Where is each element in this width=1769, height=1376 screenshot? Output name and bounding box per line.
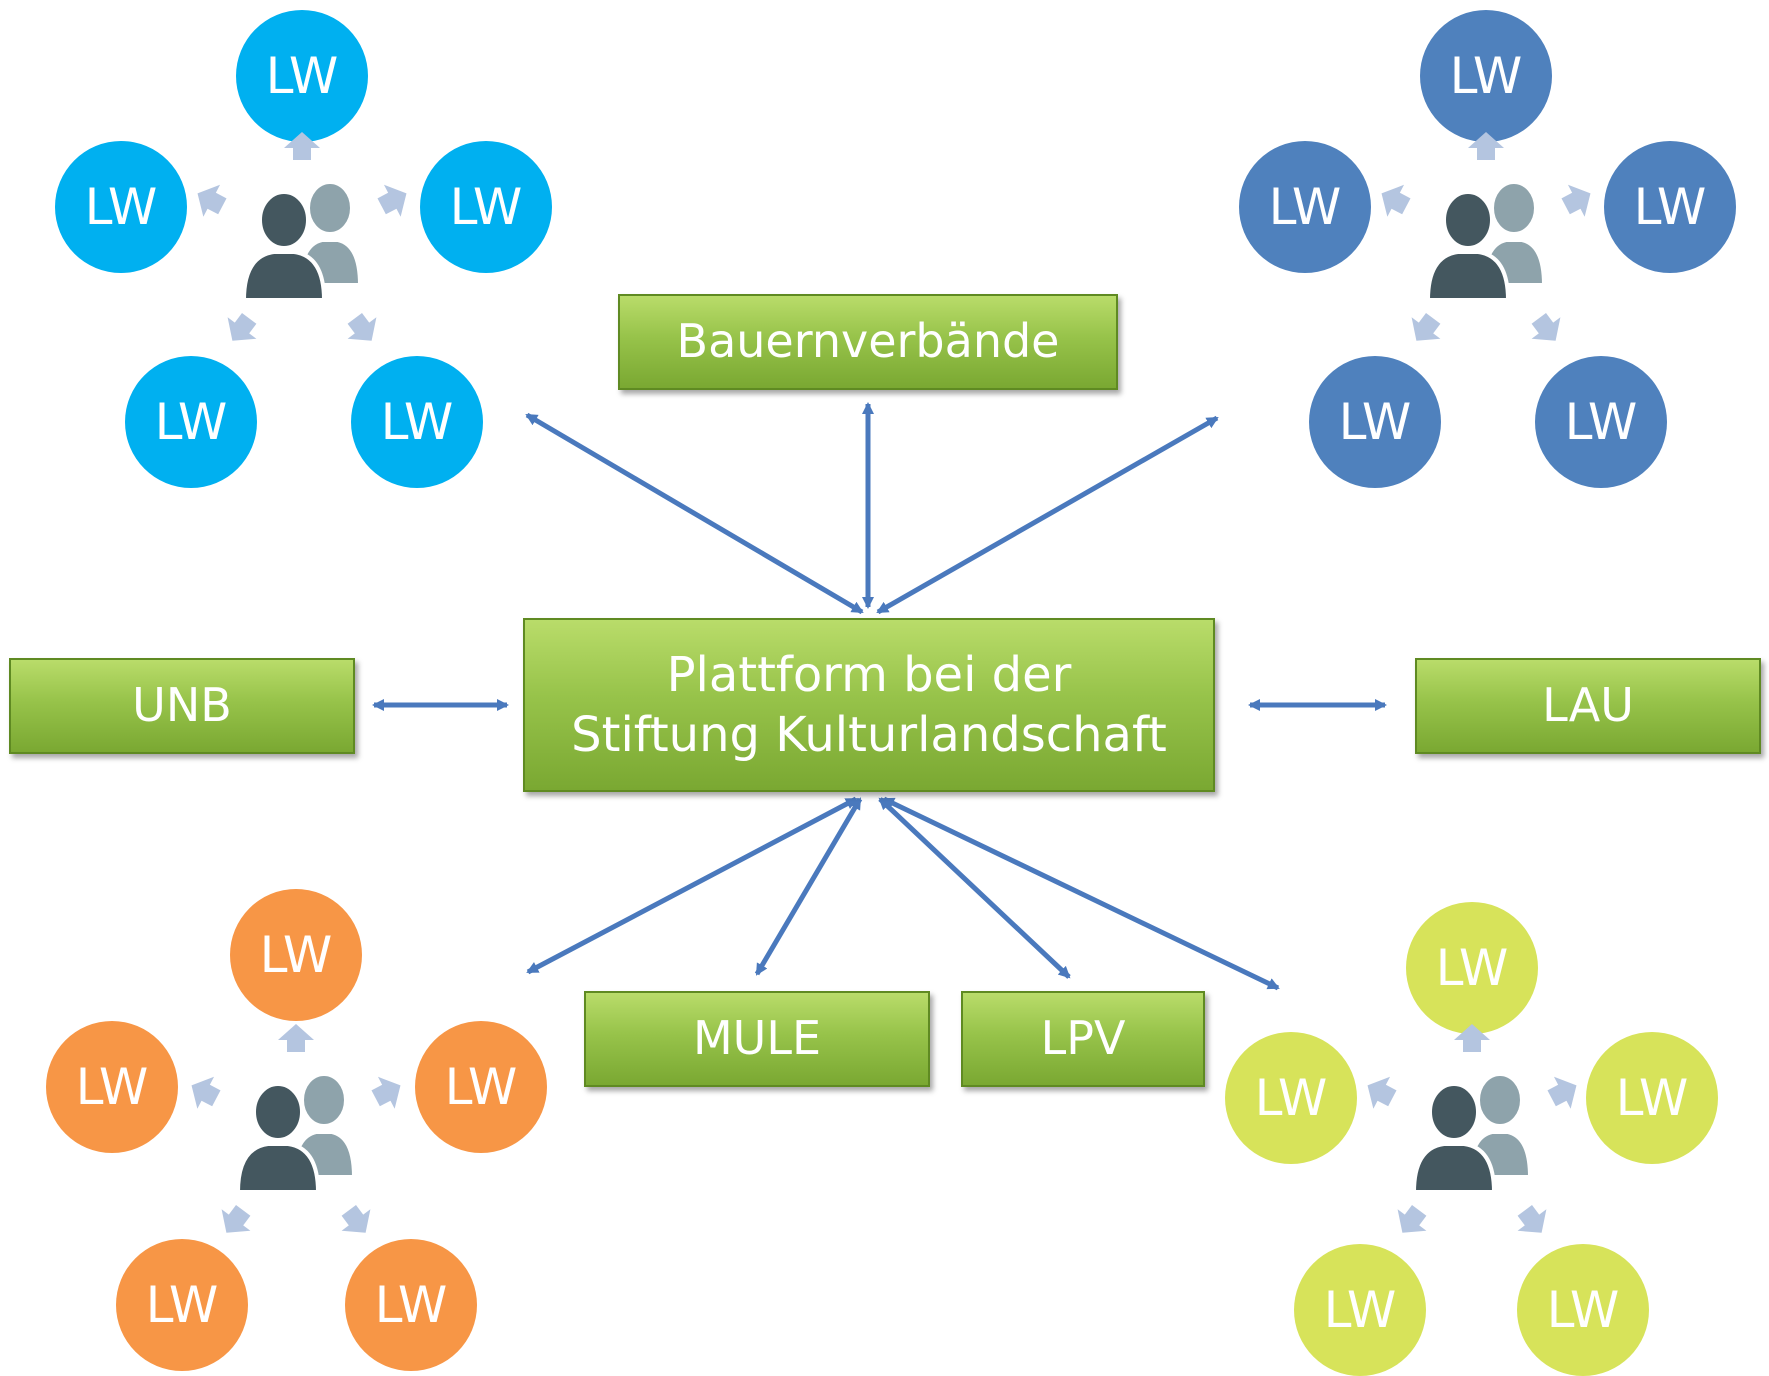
lw-circle: LW [46, 1021, 178, 1153]
small-arrow-icon [1468, 132, 1504, 160]
unb-box: UNB [9, 658, 355, 754]
lau-label: LAU [1542, 678, 1634, 733]
lw-circle: LW [116, 1239, 248, 1371]
lw-circle: LW [1294, 1244, 1426, 1376]
lw-circle: LW [420, 141, 552, 273]
lw-label: LW [259, 926, 333, 984]
lw-label: LW [154, 393, 228, 451]
lw-label: LW [145, 1276, 219, 1334]
small-arrow-icon [1381, 184, 1411, 217]
small-arrow-icon [1411, 313, 1441, 341]
lw-circle: LW [55, 141, 187, 273]
platform-box: Plattform bei der Stiftung Kulturlandsch… [523, 618, 1215, 792]
lw-circle: LW [1406, 902, 1538, 1034]
lw-circle: LW [1239, 141, 1371, 273]
small-arrow-icon [191, 1076, 221, 1109]
lpv-box: LPV [961, 991, 1205, 1087]
lw-circle: LW [236, 10, 368, 142]
small-arrow-icon [221, 1205, 251, 1233]
arrow-center-bottom-right [882, 796, 1280, 991]
small-arrow-icon [1397, 1205, 1427, 1233]
lw-circle: LW [1420, 10, 1552, 142]
lw-circle: LW [1517, 1244, 1649, 1376]
small-arrow-icon [341, 1205, 371, 1233]
lau-box: LAU [1415, 658, 1761, 754]
lw-circle: LW [1586, 1032, 1718, 1164]
mule-box: MULE [584, 991, 930, 1087]
arrow-center-lpv [878, 797, 1071, 979]
bauernverbaende-label: Bauernverbände [676, 314, 1060, 369]
small-arrow-icon [227, 313, 257, 341]
lw-label: LW [1564, 393, 1638, 451]
small-arrow-icon [1517, 1205, 1547, 1233]
lw-circle: LW [125, 356, 257, 488]
lw-circle: LW [415, 1021, 547, 1153]
lw-label: LW [84, 178, 158, 236]
small-arrow-icon [347, 313, 377, 341]
lw-label: LW [1449, 47, 1523, 105]
lw-circle: LW [230, 889, 362, 1021]
lw-label: LW [75, 1058, 149, 1116]
arrow-center-mule [754, 797, 863, 976]
lw-label: LW [265, 47, 339, 105]
people-icon [197, 132, 407, 341]
person-front-icon [1425, 190, 1511, 302]
mule-label: MULE [692, 1011, 822, 1066]
person-front-icon [1411, 1082, 1497, 1194]
unb-label: UNB [132, 678, 232, 733]
small-arrow-icon [1547, 1076, 1577, 1109]
lw-label: LW [1254, 1069, 1328, 1127]
lw-circle: LW [345, 1239, 477, 1371]
people-icon [1367, 1024, 1577, 1233]
small-arrow-icon [197, 184, 227, 217]
lw-label: LW [1546, 1281, 1620, 1339]
lw-circle: LW [1309, 356, 1441, 488]
lw-label: LW [444, 1058, 518, 1116]
small-arrow-icon [1561, 184, 1591, 217]
lw-label: LW [1323, 1281, 1397, 1339]
arrow-center-top-right [876, 415, 1219, 615]
lw-circle: LW [1225, 1032, 1357, 1164]
lw-circle: LW [1535, 356, 1667, 488]
lpv-label: LPV [1040, 1011, 1126, 1066]
small-arrow-icon [371, 1076, 401, 1109]
small-arrow-icon [278, 1024, 314, 1052]
lw-label: LW [1435, 939, 1509, 997]
small-arrow-icon [377, 184, 407, 217]
lw-label: LW [380, 393, 454, 451]
person-front-icon [235, 1082, 321, 1194]
lw-label: LW [374, 1276, 448, 1334]
lw-circle: LW [351, 356, 483, 488]
lw-circle: LW [1604, 141, 1736, 273]
lw-label: LW [1268, 178, 1342, 236]
lw-label: LW [1338, 393, 1412, 451]
arrow-center-top-left [525, 412, 864, 615]
small-arrow-icon [1367, 1076, 1397, 1109]
lw-label: LW [1615, 1069, 1689, 1127]
people-icon [191, 1024, 401, 1233]
people-icon [1381, 132, 1591, 341]
small-arrow-icon [284, 132, 320, 160]
bauernverbaende-box: Bauernverbände [618, 294, 1118, 390]
person-front-icon [241, 190, 327, 302]
small-arrow-icon [1531, 313, 1561, 341]
lw-label: LW [449, 178, 523, 236]
platform-label-line2: Stiftung Kulturlandschaft [571, 707, 1167, 763]
small-arrow-icon [1454, 1024, 1490, 1052]
platform-label-line1: Plattform bei der [666, 647, 1072, 703]
lw-label: LW [1633, 178, 1707, 236]
